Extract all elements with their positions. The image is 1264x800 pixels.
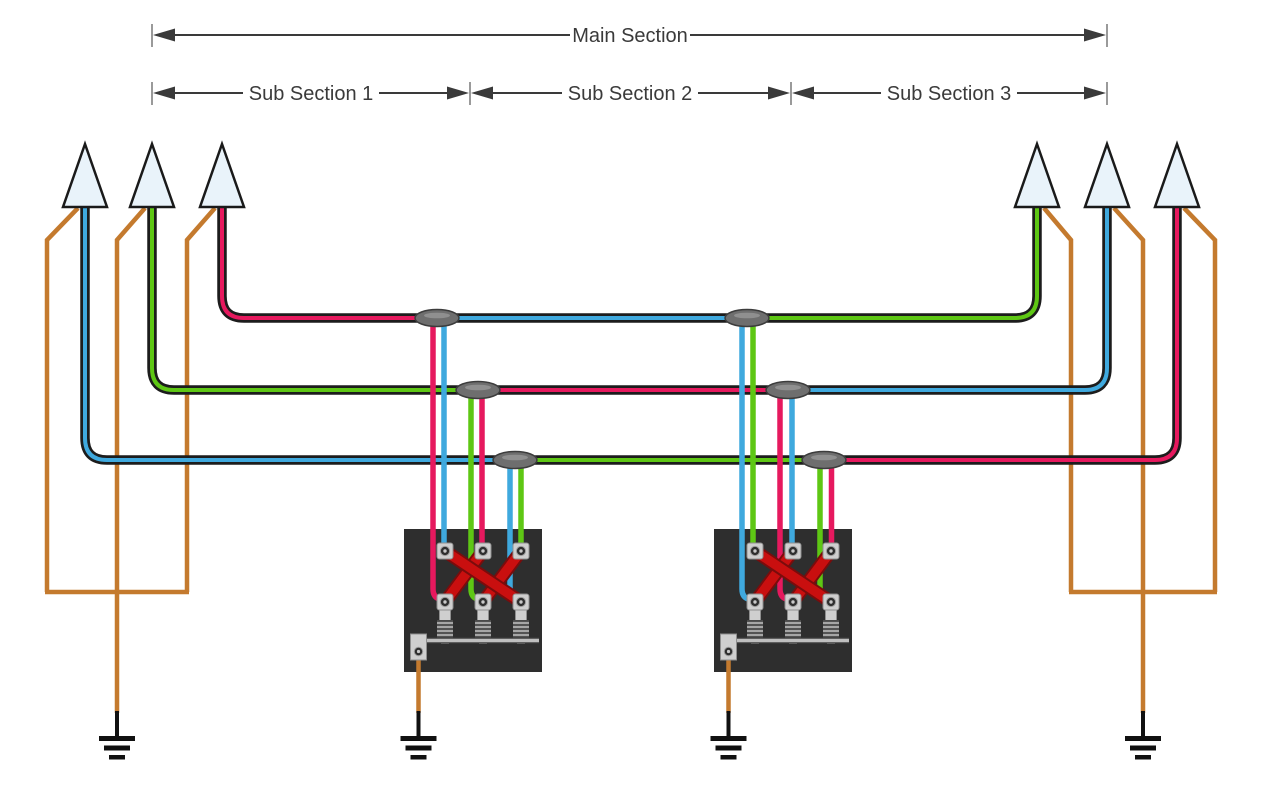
tower-left-1 — [61, 142, 109, 209]
terminal — [512, 542, 530, 560]
cable-core-green-sub1 — [150, 204, 478, 392]
jumper-bars — [438, 544, 528, 609]
ground-symbol-right — [1125, 711, 1161, 760]
arrowhead-left-icon — [792, 86, 814, 100]
tower-left-2 — [128, 142, 176, 209]
cabinet-2-internals — [720, 542, 849, 713]
cable-core-pink-sub3 — [824, 204, 1179, 462]
cable-bottom-run — [80, 204, 1182, 465]
terminal — [746, 593, 764, 611]
cable-sheath — [217, 204, 1042, 323]
screw-dot — [416, 649, 421, 654]
screw-dot — [726, 649, 731, 654]
cable-core-blue-sub3 — [788, 204, 1109, 392]
cable-joint — [801, 450, 847, 470]
cable-joint — [455, 380, 501, 400]
cable-sheath — [80, 204, 1182, 465]
cable-core-blue-sub1 — [83, 204, 515, 462]
cable-joint — [492, 450, 538, 470]
cable-sheath — [147, 204, 1112, 395]
cable-core-green-sub3 — [747, 204, 1039, 320]
dimension-sub-section-2: Sub Section 2 — [471, 82, 792, 105]
cable-top-run — [217, 204, 1042, 323]
terminal — [822, 593, 840, 611]
ground-symbol-cabinet-1 — [400, 711, 437, 760]
terminal — [822, 542, 840, 560]
ground-symbol-left — [99, 711, 135, 760]
cable-middle-run — [147, 204, 1112, 395]
earth-wires-left — [44, 206, 217, 713]
terminal — [512, 593, 530, 611]
sub-section-2-label: Sub Section 2 — [568, 83, 693, 105]
jumper-bars — [748, 544, 838, 609]
cable-joint — [724, 308, 770, 328]
arrowhead-right-icon — [1084, 28, 1106, 42]
guy-wire — [1042, 206, 1074, 592]
tower-right-1 — [1013, 142, 1061, 209]
cabinet-1-internals — [410, 542, 539, 713]
arrowhead-right-icon — [1084, 86, 1106, 100]
terminal — [436, 593, 454, 611]
main-section-label: Main Section — [572, 25, 688, 47]
arrowhead-left-icon — [153, 86, 175, 100]
guy-wire — [184, 206, 217, 592]
guy-wire — [1112, 206, 1146, 592]
terminal — [746, 542, 764, 560]
tower-left-3 — [198, 142, 246, 209]
arrowhead-left-icon — [471, 86, 493, 100]
terminal — [436, 542, 454, 560]
tower-right-3 — [1153, 142, 1201, 209]
arrowhead-right-icon — [447, 86, 469, 100]
guy-wire — [44, 206, 80, 592]
earth-wires-right — [1042, 206, 1218, 713]
cable-joint — [414, 308, 460, 328]
terminal — [474, 542, 492, 560]
dimension-sub-section-3: Sub Section 3 — [792, 82, 1108, 105]
arrowhead-left-icon — [153, 28, 175, 42]
cable-core-pink-sub1 — [220, 204, 437, 320]
cable-joint — [765, 380, 811, 400]
tower-right-2 — [1083, 142, 1131, 209]
terminal — [474, 593, 492, 611]
guy-wire — [114, 206, 147, 592]
dimension-sub-section-1: Sub Section 1 — [151, 82, 471, 105]
arrowhead-right-icon — [768, 86, 790, 100]
dimension-main-section: Main Section — [151, 24, 1108, 47]
terminal — [784, 542, 802, 560]
sub-section-1-label: Sub Section 1 — [249, 83, 374, 105]
ground-symbol-cabinet-2 — [710, 711, 747, 760]
terminal — [784, 593, 802, 611]
guy-wire — [1182, 206, 1218, 592]
sub-section-3-label: Sub Section 3 — [887, 83, 1012, 105]
